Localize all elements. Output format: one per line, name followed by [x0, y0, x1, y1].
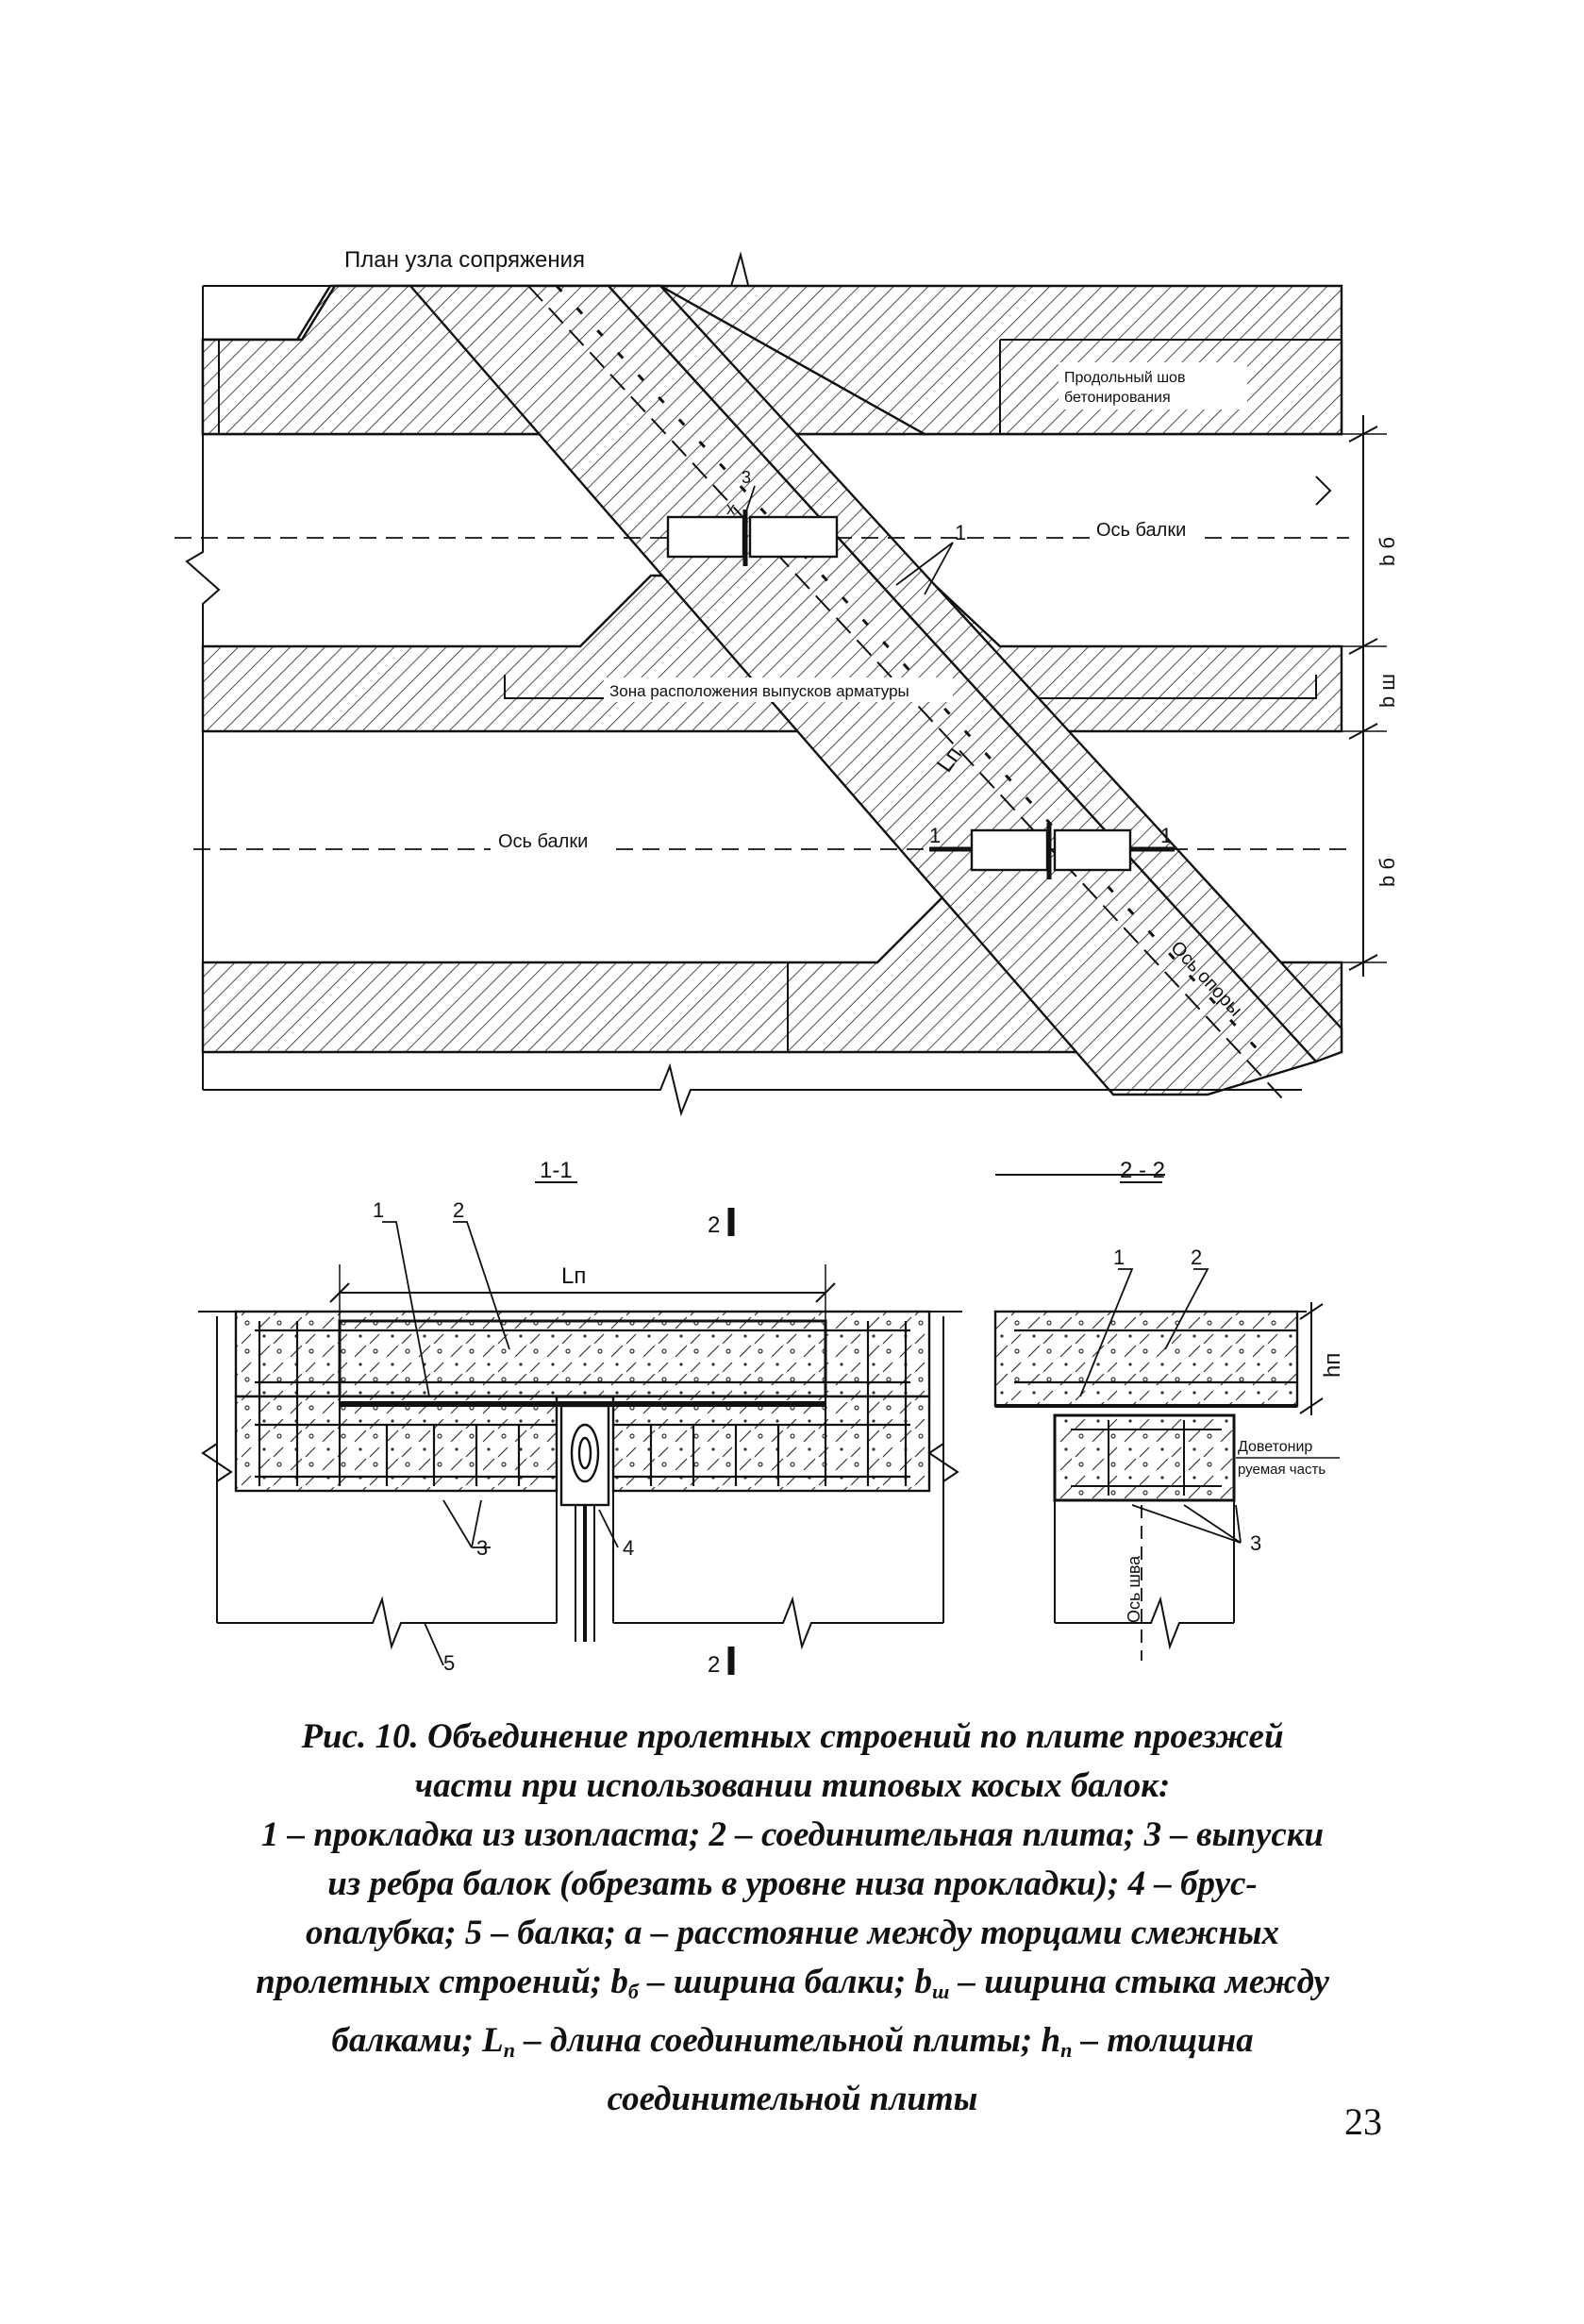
plate-lower-left [970, 828, 1049, 872]
section-1-1-labels: 1-1 1 2 3 4 5 Lп 2 2 [373, 1158, 720, 1678]
dim-b-beam-2: b б [1376, 858, 1399, 887]
section-2-title: 2 - 2 [1120, 1158, 1165, 1183]
caption-line-5: опалубка; 5 – балка; а – расстояние межд… [305, 1914, 1280, 1952]
figure-caption: Рис. 10. Объединение пролетных строений … [142, 1713, 1443, 2124]
s2-callout-2: 2 [1191, 1246, 1202, 1269]
s2-seam-axis: Ось шва [1125, 1555, 1143, 1623]
plan-title: План узла сопряжения [344, 247, 585, 273]
dim-b-seam: b ш [1376, 674, 1399, 708]
page-number: 23 [1344, 2100, 1382, 2143]
section-1-1 [198, 1181, 962, 1675]
s2-callout-1: 1 [1113, 1246, 1125, 1269]
dim-b-beam-1: b б [1376, 537, 1399, 566]
s1-cut-mark-top: 2 [708, 1212, 720, 1238]
s2-dim-hn: hп [1320, 1353, 1345, 1378]
plan-callout-1-right: 1 [1160, 824, 1172, 847]
section-1-title: 1-1 [540, 1158, 573, 1183]
caption-line-1: Рис. 10. Объединение пролетных строений … [301, 1717, 1284, 1756]
beam-axis-upper-label: Ось балки [1096, 520, 1186, 541]
timber-form [559, 1404, 610, 1507]
s1-callout-3: 3 [476, 1536, 488, 1560]
zone-label: Зона расположения выпусков арматуры [609, 682, 909, 700]
long-seam-label-2: бетонирования [1064, 390, 1171, 406]
plate-upper-left [666, 515, 745, 559]
s2-finish-part-2: руемая часть [1238, 1462, 1326, 1478]
plan-callout-3: 3 [742, 468, 751, 487]
beam-axis-lower-label: Ось балки [498, 831, 588, 852]
s1-dim-Ln: Lп [561, 1263, 586, 1289]
s2-callout-3: 3 [1250, 1531, 1261, 1555]
s1-callout-5: 5 [443, 1651, 455, 1675]
caption-line-8: соединительной плиты [607, 2080, 978, 2118]
caption-line-2: части при использовании типовых косых ба… [414, 1766, 1171, 1805]
caption-line-4: из ребра балок (обрезать в уровне низа п… [327, 1864, 1258, 1903]
long-seam-label-1: Продольный шов [1064, 370, 1185, 386]
plate-upper-right [748, 515, 839, 559]
s1-cut-mark-bottom: 2 [708, 1652, 720, 1678]
plan-callout-1-upper: 1 [955, 521, 966, 544]
section-2-2-labels: 2 - 2 1 2 3 hп Доветонир руемая часть Ос… [1113, 1158, 1345, 1623]
plate-lower-right [1053, 828, 1132, 872]
caption-line-3: 1 – прокладка из изопласта; 2 – соединит… [260, 1815, 1325, 1854]
finish-concrete-part [1053, 1413, 1236, 1502]
plan-callout-1-left: 1 [929, 824, 941, 847]
connecting-plate-s1 [338, 1319, 827, 1398]
s2-finish-part-1: Доветонир [1238, 1439, 1312, 1455]
s1-callout-2: 2 [453, 1198, 464, 1222]
plan-callout-x: x [726, 499, 735, 518]
caption-line-7: балками; Lп – длина соединительной плиты… [331, 2021, 1254, 2062]
caption-line-6: пролетных строений; bб – ширина балки; b… [256, 1963, 1329, 2003]
section-2-2 [993, 1174, 1340, 1661]
s1-callout-1: 1 [373, 1198, 384, 1222]
s1-callout-4: 4 [623, 1536, 634, 1560]
